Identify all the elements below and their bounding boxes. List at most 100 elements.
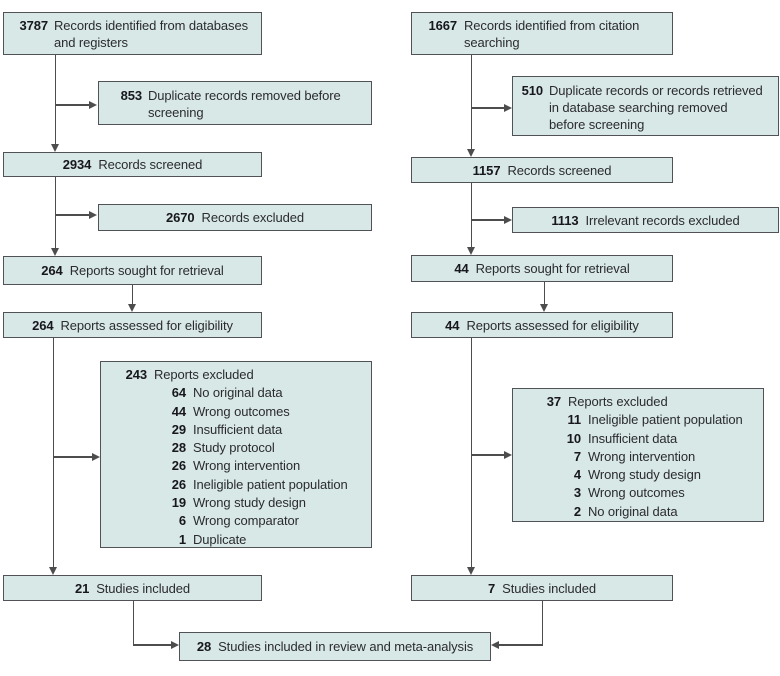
box-records-identified-citation: 1667 Records identified from citation se…: [411, 12, 673, 55]
box-records-excluded-right: 1113 Irrelevant records excluded: [512, 207, 779, 233]
reason-label: Wrong outcomes: [588, 485, 685, 501]
exclusion-reason: 44 Wrong outcomes: [101, 403, 371, 421]
reason-label: Wrong study design: [588, 467, 701, 483]
connector-line: [53, 338, 55, 567]
reason-label: Wrong intervention: [193, 458, 301, 474]
reason-label: Ineligible patient population: [588, 412, 743, 428]
arrow-down-icon: [467, 247, 475, 255]
count-duplicates-removed-right: 510: [521, 83, 543, 98]
count-identified-citation: 1667: [428, 18, 457, 33]
label-duplicates-removed-left-line1: Duplicate records removed before: [148, 88, 341, 103]
box-records-identified-databases: 3787 Records identified from databases a…: [3, 12, 262, 55]
reason-count: 64: [171, 385, 186, 401]
exclusion-reason: 2 No original data: [513, 503, 763, 521]
exclusion-reason: 11 Ineligible patient population: [513, 411, 763, 429]
label-included-total: Studies included in review and meta-anal…: [218, 639, 474, 654]
exclusion-reason: 26 Ineligible patient population: [101, 476, 371, 494]
count-identified-databases: 3787: [19, 18, 48, 33]
reason-count: 1: [178, 531, 186, 547]
label-included-left: Studies included: [96, 580, 191, 596]
label-identified-citation-line2: searching: [464, 35, 520, 50]
count-reports-excluded-right: 37: [546, 394, 561, 409]
exclusion-reason: 4 Wrong study design: [513, 466, 763, 484]
label-duplicates-removed-right-line2: in database searching removed: [549, 100, 728, 115]
arrow-right-icon: [504, 451, 512, 459]
reason-count: 28: [171, 440, 186, 456]
reason-count: 44: [171, 403, 186, 419]
exclusion-header-right: 37 Reports excluded: [513, 393, 763, 411]
box-records-excluded-left: 2670 Records excluded: [98, 204, 372, 231]
label-included-right: Studies included: [502, 580, 596, 596]
connector-line: [55, 214, 89, 216]
count-screened-right: 1157: [472, 162, 501, 178]
box-records-screened-right: 1157 Records screened: [411, 157, 673, 183]
arrow-down-icon: [49, 567, 57, 575]
reason-count: 3: [573, 485, 581, 501]
reason-count: 4: [573, 467, 581, 483]
reason-label: Duplicate: [193, 531, 247, 547]
reason-label: Insufficient data: [588, 430, 678, 446]
connector-line: [499, 644, 543, 646]
reason-count: 10: [566, 430, 581, 446]
exclusion-reason: 26 Wrong intervention: [101, 457, 371, 475]
label-identified-citation-line1: Records identified from citation: [464, 18, 640, 33]
exclusion-reason: 7 Wrong intervention: [513, 448, 763, 466]
connector-line: [55, 104, 89, 106]
label-identified-databases-line2: and registers: [54, 35, 128, 50]
reason-label: Study protocol: [193, 440, 275, 456]
reason-count: 26: [171, 476, 186, 492]
connector-line: [471, 55, 473, 149]
count-records-excluded-left: 2670: [166, 210, 195, 225]
exclusion-reason: 10 Insufficient data: [513, 430, 763, 448]
box-studies-included-left: 21 Studies included: [3, 575, 262, 601]
exclusion-reason: 19 Wrong study design: [101, 494, 371, 512]
arrow-right-icon: [89, 211, 97, 219]
box-reports-assessed-right: 44 Reports assessed for eligibility: [411, 312, 673, 338]
label-duplicates-removed-left-line2: screening: [148, 105, 204, 120]
exclusion-reason: 28 Study protocol: [101, 439, 371, 457]
count-duplicates-removed-left: 853: [120, 88, 142, 103]
connector-line: [133, 601, 135, 645]
box-reports-excluded-details-left: 243 Reports excluded 64 No original data…: [100, 361, 372, 548]
connector-line: [55, 55, 57, 145]
box-studies-included-right: 7 Studies included: [411, 575, 673, 601]
arrow-right-icon: [92, 453, 100, 461]
connector-line: [133, 644, 171, 646]
label-assessed-left: Reports assessed for eligibility: [60, 317, 233, 333]
label-records-excluded-left: Records excluded: [201, 210, 305, 225]
arrow-right-icon: [504, 216, 512, 224]
reason-label: No original data: [588, 503, 678, 519]
count-included-total: 28: [196, 639, 212, 654]
count-sought-right: 44: [454, 261, 469, 276]
connector-line: [55, 177, 57, 248]
exclusion-header-left: 243 Reports excluded: [101, 366, 371, 384]
arrow-down-icon: [467, 567, 475, 575]
reason-count: 11: [567, 412, 581, 428]
count-sought-left: 264: [41, 263, 63, 278]
box-duplicates-removed-right: 510 Duplicate records or records retriev…: [512, 76, 779, 136]
label-screened-right: Records screened: [507, 162, 612, 178]
exclusion-reason: 29 Insufficient data: [101, 421, 371, 439]
reason-label: Wrong study design: [193, 495, 306, 511]
connector-line: [471, 183, 473, 247]
reason-label: No original data: [193, 385, 283, 401]
exclusion-reason: 3 Wrong outcomes: [513, 484, 763, 502]
connector-line: [471, 454, 504, 456]
exclusion-reason: 1 Duplicate: [101, 531, 371, 549]
label-reports-excluded-left: Reports excluded: [154, 367, 254, 382]
label-duplicates-removed-right-line1: Duplicate records or records retrieved: [549, 83, 763, 98]
box-records-screened-left: 2934 Records screened: [3, 152, 262, 177]
label-assessed-right: Reports assessed for eligibility: [466, 317, 639, 333]
reason-label: Wrong comparator: [193, 513, 299, 529]
box-reports-excluded-details-right: 37 Reports excluded 11 Ineligible patien…: [512, 388, 764, 522]
connector-line: [53, 456, 92, 458]
label-sought-right: Reports sought for retrieval: [475, 261, 630, 276]
reason-label: Ineligible patient population: [193, 476, 348, 492]
box-reports-assessed-left: 264 Reports assessed for eligibility: [3, 312, 262, 338]
count-screened-left: 2934: [62, 157, 92, 172]
label-records-excluded-right: Irrelevant records excluded: [585, 212, 740, 228]
arrow-down-icon: [51, 144, 59, 152]
count-reports-excluded-left: 243: [125, 367, 147, 382]
label-sought-left: Reports sought for retrieval: [69, 263, 224, 278]
